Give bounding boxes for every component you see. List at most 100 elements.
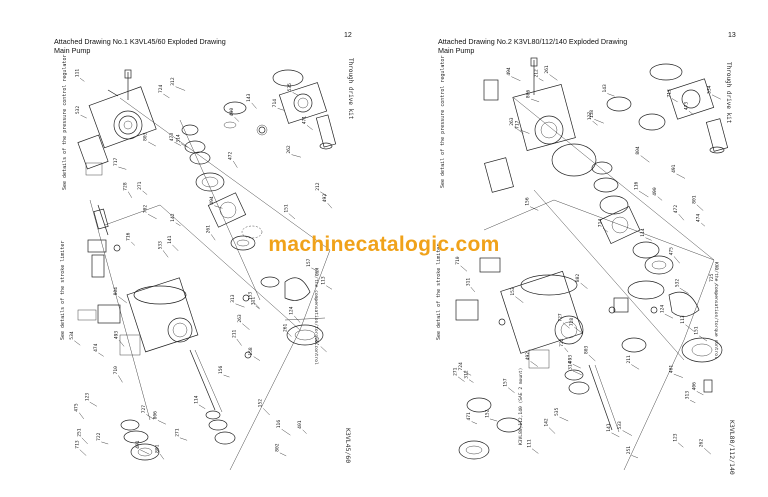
right-leader-line: [489, 418, 498, 422]
right-leader-line: [671, 98, 678, 103]
left-part-number: 271: [174, 428, 180, 437]
left-part-callouts: [113, 126, 266, 359]
left-part-number: 804: [113, 287, 119, 296]
right-leader-line: [679, 287, 689, 294]
left-part-number: 158: [248, 347, 254, 356]
left-leader-line: [302, 429, 307, 434]
left-leader-line: [162, 250, 169, 258]
left-leader-line: [180, 143, 188, 148]
right-leader-line: [631, 455, 639, 459]
right-part-number: 475: [669, 247, 675, 256]
right-part-number: 471: [466, 412, 472, 421]
right-part-number: 473: [683, 102, 689, 111]
left-leader-line: [175, 222, 181, 226]
left-part-number: 493: [114, 331, 120, 340]
right-part-number: 312: [464, 370, 470, 379]
right-part-number: 727: [558, 313, 564, 322]
right-part-number: 490: [652, 187, 658, 196]
right-part-number: 263: [509, 117, 515, 126]
right-part-number: 153: [510, 287, 516, 296]
left-leader-line: [233, 160, 238, 168]
right-part-number: 474: [696, 214, 702, 223]
right-part-number: 114: [640, 228, 646, 237]
left-leader-line: [242, 323, 250, 330]
right-part-number: 157: [503, 378, 509, 387]
right-drive-shaft: [458, 364, 713, 460]
left-part-number: 473: [169, 133, 175, 142]
right-exploded-drawing: 4014064714724734744753123133143111411421…: [453, 57, 729, 471]
right-lower-housing: [455, 257, 647, 369]
left-part-number: 124: [289, 306, 295, 315]
right-part-number: 535: [554, 407, 560, 416]
right-leader-line: [470, 286, 475, 293]
right-leader-line: [572, 370, 582, 376]
right-leader-line: [657, 196, 663, 201]
left-part-number: 534: [69, 331, 75, 340]
right-part-number: 725: [709, 273, 715, 282]
right-leader-line: [631, 364, 640, 370]
left-leader-line: [157, 420, 166, 425]
left-rotary-group: [181, 124, 326, 346]
right-leader-line: [562, 322, 570, 329]
left-header-title: Attached Drawing No.1 K3VL45/60 Exploded…: [54, 37, 226, 46]
left-header-subtitle: Main Pump: [54, 46, 91, 55]
left-leader-line: [74, 340, 81, 346]
right-part-number: 123: [673, 433, 679, 442]
left-part-number: 801: [154, 444, 160, 453]
right-part-number: 714: [598, 219, 604, 228]
left-leader-line: [306, 125, 313, 130]
left-part-number: 725: [315, 337, 321, 346]
left-leader-line: [174, 142, 182, 146]
left-part-number: 263: [237, 314, 243, 323]
left-part-number: 722: [96, 432, 102, 441]
right-part-number: 113: [680, 315, 686, 324]
right-leader-line: [678, 214, 685, 221]
right-part-number: 143: [602, 84, 608, 93]
right-leader-line: [508, 387, 515, 393]
right-leader-line: [460, 265, 468, 272]
right-leader-line: [471, 421, 478, 425]
left-part-number: 724: [158, 84, 164, 93]
left-drive-shaft: [120, 349, 236, 461]
right-leader-line: [673, 256, 680, 264]
right-leader-line: [701, 222, 706, 227]
right-part-number: 142: [544, 418, 550, 427]
left-leader-line: [172, 244, 179, 251]
left-part-number: 262: [286, 145, 292, 154]
left-leader-line: [214, 205, 223, 209]
left-leader-line: [179, 437, 188, 441]
left-leader-line: [277, 108, 284, 111]
left-leader-line: [118, 339, 125, 347]
left-part-number: 535: [287, 83, 293, 92]
left-leader-line: [263, 408, 270, 416]
right-leader-line: [704, 448, 711, 455]
right-leader-line: [676, 173, 686, 179]
right-part-number: 251: [626, 446, 632, 455]
right-leader-line: [530, 361, 538, 367]
left-leader-line: [147, 214, 157, 219]
right-part-number: 806: [526, 90, 532, 99]
right-part-number: 212: [533, 69, 539, 78]
right-part-callouts: [498, 306, 658, 326]
left-leader-line: [236, 338, 242, 346]
right-header-subtitle: Main Pump: [438, 46, 475, 55]
left-part-number: 491: [135, 440, 141, 449]
left-leader-line: [118, 166, 127, 170]
right-leader-line: [714, 282, 719, 286]
right-leader-line: [572, 363, 581, 369]
left-housing-top: [77, 69, 157, 176]
left-part-number: 716: [126, 232, 132, 241]
left-leader-line: [252, 301, 260, 309]
left-part-number: 472: [228, 151, 234, 160]
left-leader-line: [281, 429, 291, 436]
right-leader-line: [559, 416, 569, 422]
left-leader-line: [89, 401, 98, 407]
right-part-number: 533: [617, 421, 623, 430]
right-through-drive-kit: [606, 63, 729, 154]
left-part-number: 490: [229, 108, 235, 117]
right-part-number: 492: [525, 352, 531, 361]
right-leader-line: [531, 98, 540, 103]
right-part-number: 401: [668, 365, 674, 374]
right-leader-line: [574, 326, 584, 334]
right-part-number: 311: [465, 278, 471, 287]
